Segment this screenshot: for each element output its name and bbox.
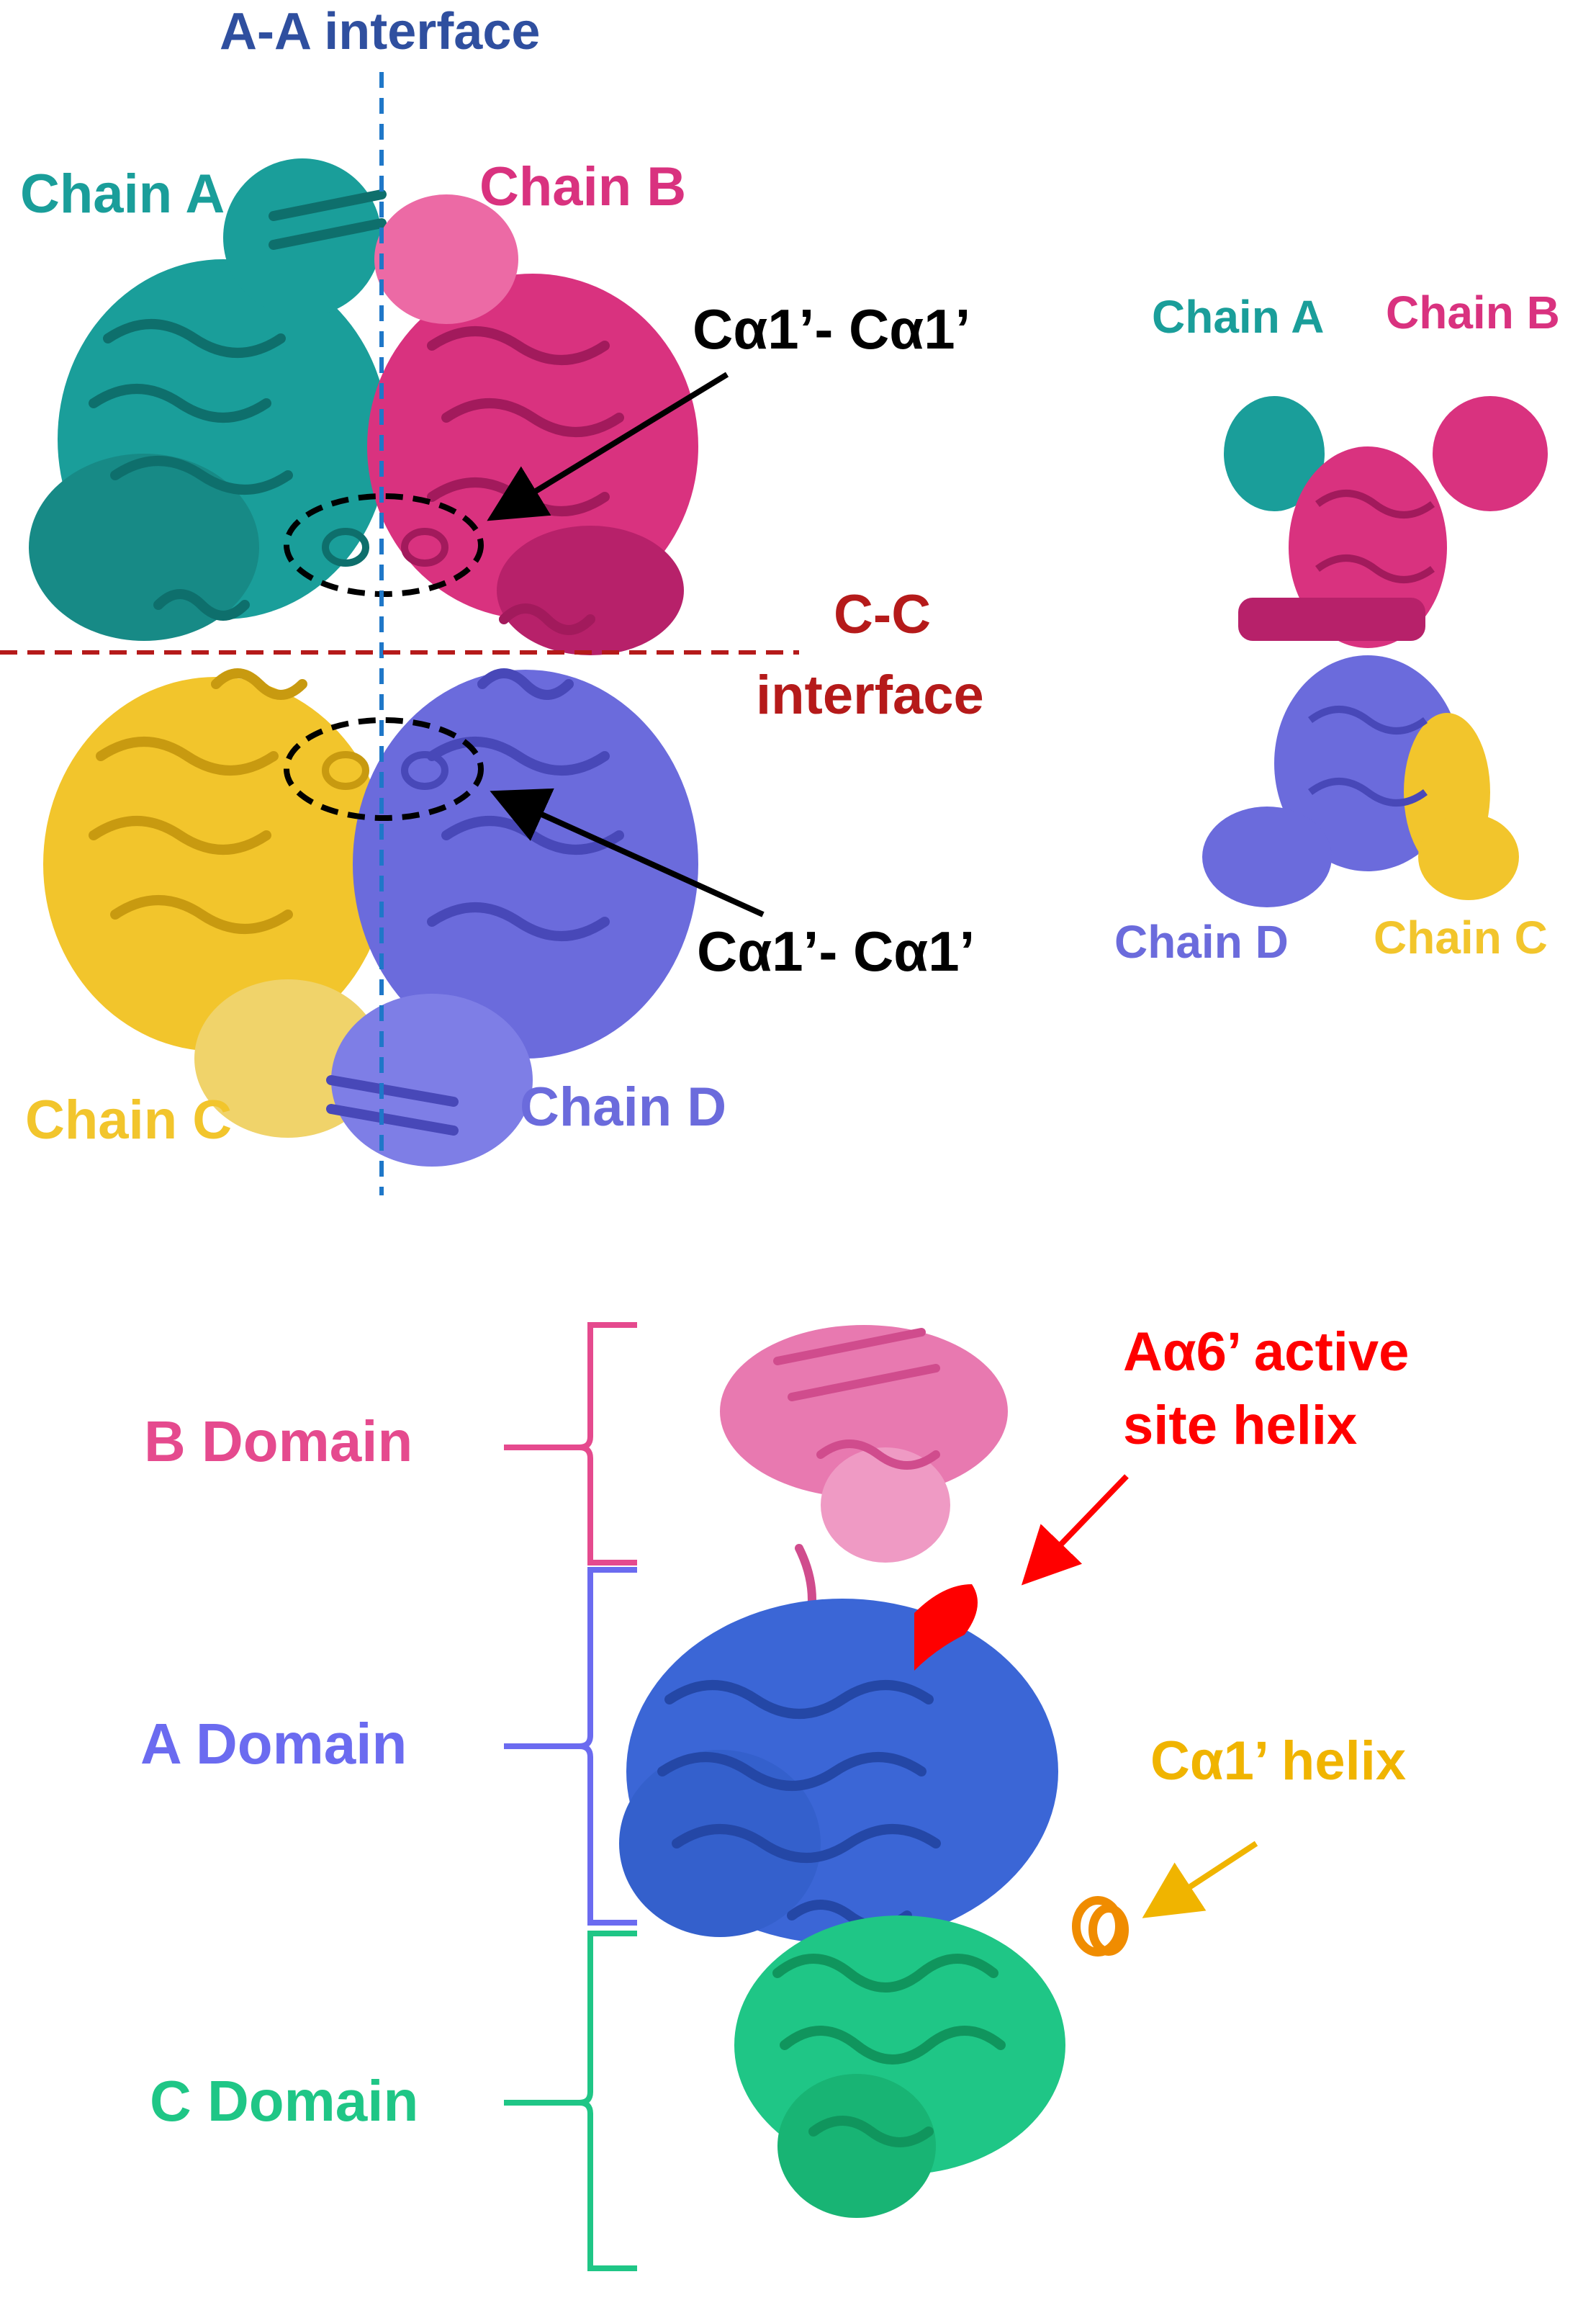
c-domain-structure <box>734 1915 1065 2218</box>
a-domain-label: A Domain <box>140 1712 407 1776</box>
chain-b-label: Chain B <box>479 156 687 217</box>
calpha-helix-label: Cα1’ helix <box>1150 1730 1407 1792</box>
chain-a-label: Chain A <box>20 163 225 225</box>
cc-interface-label-line2: interface <box>756 665 984 726</box>
arrow-calpha-helix <box>1142 1841 1258 1918</box>
chain-d-label: Chain D <box>520 1077 727 1138</box>
b-domain-label: B Domain <box>144 1409 413 1473</box>
side-chain-a-label: Chain A <box>1152 291 1325 343</box>
active-site-helix-structure <box>914 1584 978 1671</box>
side-chain-b-label: Chain B <box>1386 287 1560 338</box>
arrow-active-site <box>1021 1474 1129 1586</box>
aa-interface-label: A-A interface <box>220 3 541 60</box>
arrow-calpha-lower <box>490 788 765 917</box>
interface-helices <box>322 528 448 790</box>
calpha-helix-structure <box>1072 1896 1129 1957</box>
tetramer-structure <box>0 72 799 1195</box>
arrow-calpha-upper <box>487 372 729 521</box>
monomer-structure <box>619 1325 1129 2218</box>
b-domain-brace <box>504 1322 637 1565</box>
active-site-label-line1: Aα6’ active <box>1123 1321 1410 1383</box>
chain-a-structure <box>29 158 389 641</box>
c-domain-brace <box>504 1931 637 2271</box>
active-site-label-line2: site helix <box>1123 1395 1358 1456</box>
interface-ellipse-lower <box>284 717 484 821</box>
calpha-lower-label: Cα1’- Cα1’ <box>697 920 975 983</box>
calpha-upper-label: Cα1’- Cα1’ <box>693 297 971 361</box>
a-domain-structure <box>619 1599 1058 1944</box>
side-view-structure <box>1202 396 1548 907</box>
a-domain-brace <box>504 1567 637 1926</box>
side-chain-c-label: Chain C <box>1374 912 1548 963</box>
c-domain-label: C Domain <box>150 2069 419 2133</box>
b-domain-structure <box>720 1325 1008 1639</box>
chain-c-label: Chain C <box>25 1090 233 1151</box>
cc-interface-label-line1: C-C <box>834 584 932 645</box>
side-chain-d-label: Chain D <box>1114 916 1289 968</box>
chain-b-structure <box>367 194 698 655</box>
